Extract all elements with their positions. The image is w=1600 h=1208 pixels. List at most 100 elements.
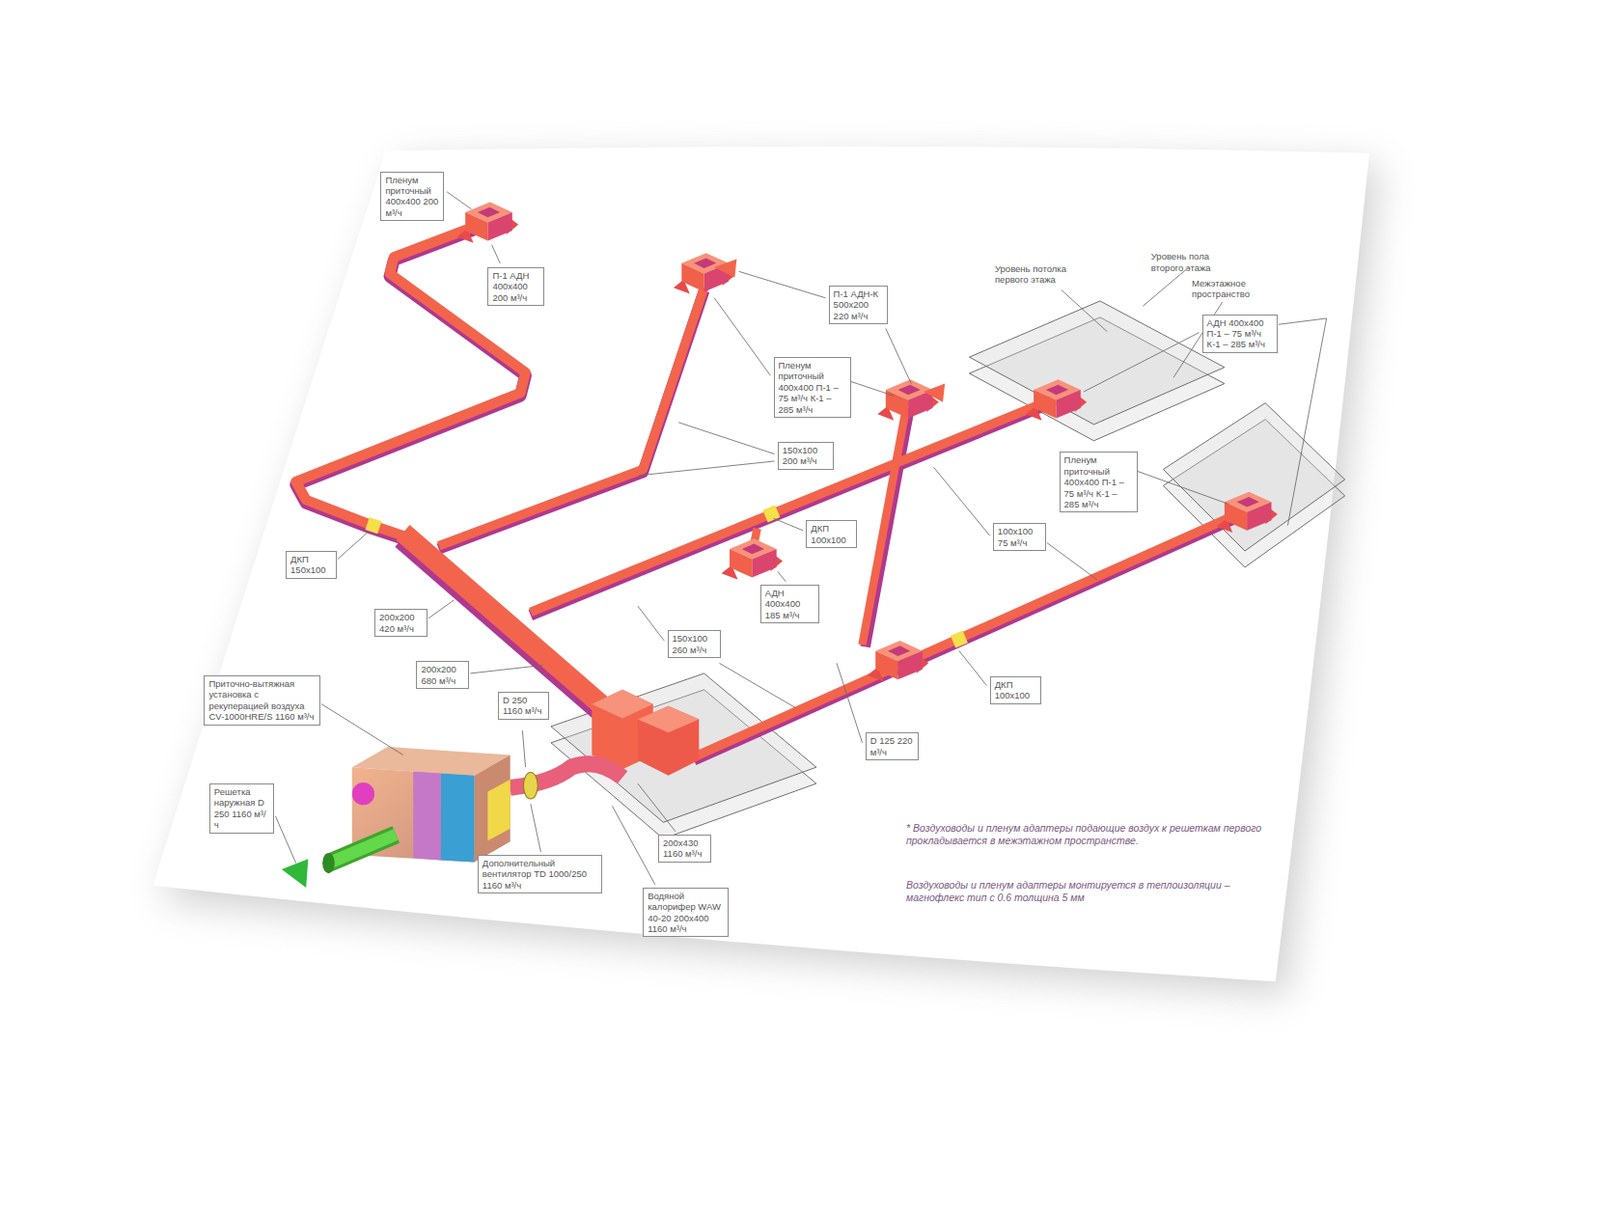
drawing-use <box>1215 492 1277 533</box>
drawing-line <box>851 381 894 396</box>
drawing-polygon <box>474 754 511 862</box>
callout-box: Дополнительный вентилятор TD 1000/250 11… <box>477 855 603 894</box>
drawing-line <box>337 532 368 559</box>
drawing-line <box>1083 332 1199 392</box>
plane-label: Уровень потолка первого этажа <box>994 263 1069 286</box>
callout-box: 150х100 200 м³/ч <box>777 441 834 470</box>
callout-box: 150х100 260 м³/ч <box>667 630 721 659</box>
drawing-line <box>1142 267 1189 306</box>
drawing-use <box>877 379 938 420</box>
callout-box: П-1 АДН-К 500х200 220 м³/ч <box>828 285 888 325</box>
callout-box: Приточно-вытяжная установка с рекупераци… <box>203 675 321 726</box>
drawing-polygon <box>637 706 699 733</box>
drawing-ellipse <box>322 853 335 874</box>
callout-text: ДКП 150х100 <box>290 553 332 577</box>
drawing-g <box>367 511 966 642</box>
drawing-line <box>836 662 862 743</box>
callout-box: ДКП 100х100 <box>805 520 857 549</box>
drawing-polyline <box>530 400 1051 613</box>
note-text: Воздуховоды и пленум адаптеры монтируетс… <box>906 879 1284 904</box>
drawing-path <box>328 834 396 864</box>
drawing-polygon <box>714 259 737 278</box>
callout-box: Решетка наружная D 250 1160 м³/ч <box>209 783 276 834</box>
drawing-line <box>1061 289 1108 332</box>
drawing-polyline <box>862 408 907 645</box>
callout-text: ДКП 100х100 <box>994 679 1037 702</box>
drawing-polyline <box>439 287 705 547</box>
drawing-line <box>367 523 381 527</box>
drawing-line <box>321 704 404 756</box>
drawing-polygon <box>1162 403 1345 552</box>
drawing-line <box>714 298 771 376</box>
drawing-use <box>867 640 929 682</box>
drawing-line <box>638 461 775 476</box>
callout-text: АДН 400х400 185 м³/ч <box>765 587 815 621</box>
note-text: * Воздуховоды и пленум адаптеры подающие… <box>906 822 1284 847</box>
drawing-path <box>328 834 396 864</box>
callout-box: Пленум приточный 400х400 П-1 – 75 м³/ч К… <box>773 357 852 418</box>
drawing-line <box>777 571 786 582</box>
callout-box: 200х200 680 м³/ч <box>415 661 469 690</box>
drawing-line <box>1047 543 1098 580</box>
callout-box: 100х100 75 м³/ч <box>993 523 1047 552</box>
drawing-line <box>739 271 827 298</box>
drawing-polygon <box>923 384 945 403</box>
drawing-g <box>275 192 1326 885</box>
drawing-ellipse <box>523 772 538 799</box>
callout-text: ДКП 100х100 <box>810 523 853 546</box>
callout-text: Решетка наружная D 250 1160 м³/ч <box>214 786 271 831</box>
drawing-line <box>678 422 774 455</box>
callout-text: П-1 АДН 400х400 200 м³/ч <box>492 270 539 304</box>
callout-text: Пленум приточный 400х400 200 м³/ч <box>385 174 440 220</box>
callout-text: Водяной калорифер WAW 40-20 200х400 1160… <box>647 890 724 936</box>
drawing-polygon <box>281 858 308 888</box>
callout-box: Пленум приточный 400х400 200 м³/ч <box>380 171 444 222</box>
drawing-line <box>530 803 542 853</box>
drawing-use <box>1025 379 1087 420</box>
drawing-line <box>492 245 500 264</box>
drawing-line <box>959 651 988 687</box>
drawing-line <box>773 518 804 531</box>
callout-text: 200х430 1160 м³/ч <box>662 837 707 860</box>
drawing-line <box>428 600 454 619</box>
callout-box: П-1 АДН 400х400 200 м³/ч <box>487 267 544 306</box>
callout-text: 200х200 680 м³/ч <box>420 663 465 687</box>
drawing-circle <box>352 782 375 805</box>
callout-box: ДКП 100х100 <box>990 676 1042 705</box>
callout-box: АДН 400х400 185 м³/ч <box>760 584 820 624</box>
drawing-line <box>1137 471 1229 505</box>
callout-text: 150х100 200 м³/ч <box>782 444 829 468</box>
drawing-use <box>673 252 735 294</box>
drawing-path <box>153 146 1370 983</box>
drawing-polygon <box>969 301 1225 425</box>
drawing-line <box>885 329 911 385</box>
drawing-line <box>611 805 655 884</box>
callout-text: Пленум приточный 400х400 П-1 – 75 м³/ч К… <box>778 359 847 415</box>
drawing-polygon <box>441 773 475 863</box>
callout-box: D 250 1160 м³/ч <box>497 691 550 720</box>
drawing-polyline <box>1278 318 1327 526</box>
drawing-line <box>469 664 543 673</box>
drawing-line <box>765 511 778 517</box>
callout-box: D 125 220 м³/ч <box>865 732 919 761</box>
callout-box: Водяной калорифер WAW 40-20 200х400 1160… <box>642 887 729 938</box>
drawing-polygon <box>487 779 510 841</box>
drawing-polygon <box>413 771 442 860</box>
callout-box: ДКП 150х100 <box>285 551 337 580</box>
callout-text: П-1 АДН-К 500х200 220 м³/ч <box>833 288 883 322</box>
drawing-line <box>934 467 991 536</box>
plane-label: Уровень пола второго этажа <box>1151 250 1234 274</box>
drawing-use <box>457 201 519 243</box>
drawing-line <box>718 662 796 709</box>
callout-text: 200х200 420 м³/ч <box>379 611 423 635</box>
drawing-polygon <box>637 706 699 776</box>
callout-text: 100х100 75 м³/ч <box>997 525 1042 549</box>
callout-text: Дополнительный вентилятор TD 1000/250 11… <box>482 857 598 891</box>
drawing-line <box>637 783 676 832</box>
drawing-line <box>953 636 966 642</box>
drawing-polyline <box>693 513 1241 758</box>
drawing-g <box>296 226 1241 758</box>
drawing-polyline <box>403 532 613 715</box>
